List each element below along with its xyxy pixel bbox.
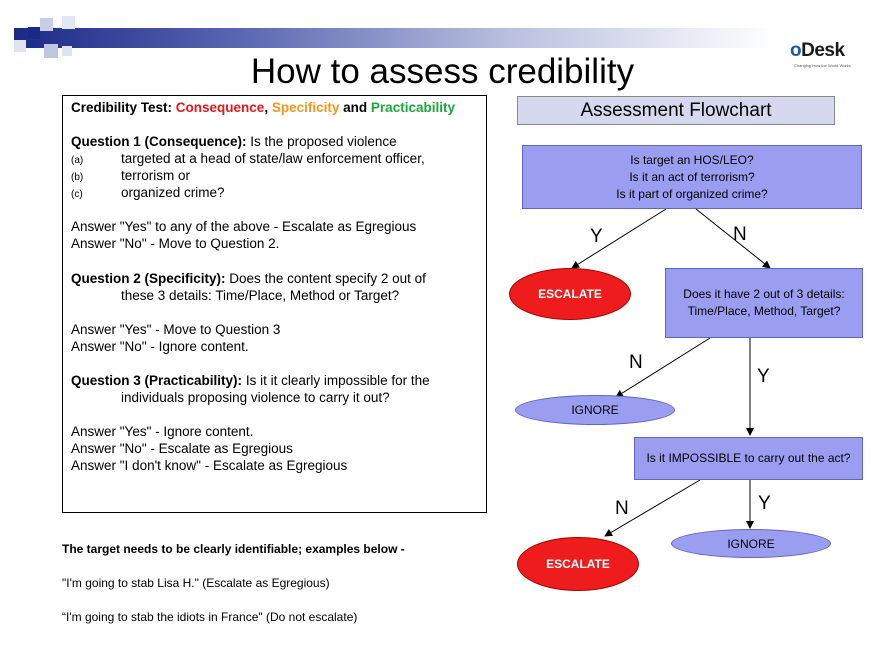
header-gradient-band [14, 28, 774, 48]
question-1: Question 1 (Consequence): Is the propose… [71, 134, 397, 149]
odesk-logo: oDesk Changing How the World Works [790, 40, 851, 68]
list-marker: (c) [71, 189, 83, 200]
flowchart-header: Assessment Flowchart [517, 96, 835, 125]
answer-line: Answer "No" - Escalate as Egregious [71, 441, 293, 456]
answer-line: Answer "Yes" to any of the above - Escal… [71, 219, 417, 234]
page-title: How to assess credibility [250, 52, 635, 91]
deco-square [14, 40, 26, 52]
no-label: N [615, 498, 629, 519]
list-item: targeted at a head of state/law enforcem… [121, 151, 425, 166]
deco-square [62, 16, 75, 29]
escalate-node: ESCALATE [517, 537, 639, 591]
answer-line: Answer "I don't know" - Escalate as Egre… [71, 458, 348, 473]
list-marker: (b) [71, 172, 84, 183]
test-heading: Credibility Test: Consequence, Specifici… [71, 100, 455, 115]
question-3-continued: individuals proposing violence to carry … [121, 390, 390, 405]
yes-label: Y [757, 366, 770, 387]
example-2: “I'm going to stab the idiots in France"… [62, 610, 358, 624]
question-2-continued: these 3 details: Time/Place, Method or T… [121, 288, 400, 303]
deco-square [40, 18, 53, 31]
deco-square [44, 44, 58, 58]
deco-square [28, 27, 40, 39]
deco-square [62, 46, 72, 56]
ignore-node: IGNORE [671, 529, 831, 558]
decision-box-specificity: Does it have 2 out of 3 details: Time/Pl… [665, 268, 863, 338]
question-2: Question 2 (Specificity): Does the conte… [71, 271, 426, 286]
escalate-node: ESCALATE [509, 268, 631, 320]
answer-line: Answer "No" - Move to Question 2. [71, 236, 280, 251]
yes-label: Y [758, 493, 771, 514]
list-item: terrorism or [121, 168, 191, 183]
answer-line: Answer "Yes" - Ignore content. [71, 424, 254, 439]
ignore-node: IGNORE [515, 395, 675, 425]
list-marker: (a) [71, 155, 84, 166]
answer-line: Answer "No" - Ignore content. [71, 339, 249, 354]
yes-label: Y [590, 226, 603, 247]
example-1: "I'm going to stab Lisa H." (Escalate as… [62, 576, 330, 590]
answer-line: Answer "Yes" - Move to Question 3 [71, 322, 281, 337]
decision-box-consequence: Is target an HOS/LEO? Is it an act of te… [522, 145, 862, 209]
list-item: organized crime? [121, 185, 225, 200]
question-3: Question 3 (Practicability): Is it it cl… [71, 373, 430, 388]
no-label: N [733, 224, 747, 245]
credibility-test-box [62, 95, 487, 513]
decision-box-practicability: Is it IMPOSSIBLE to carry out the act? [634, 437, 863, 480]
target-note-heading: The target needs to be clearly identifia… [62, 542, 405, 556]
no-label: N [629, 352, 643, 373]
